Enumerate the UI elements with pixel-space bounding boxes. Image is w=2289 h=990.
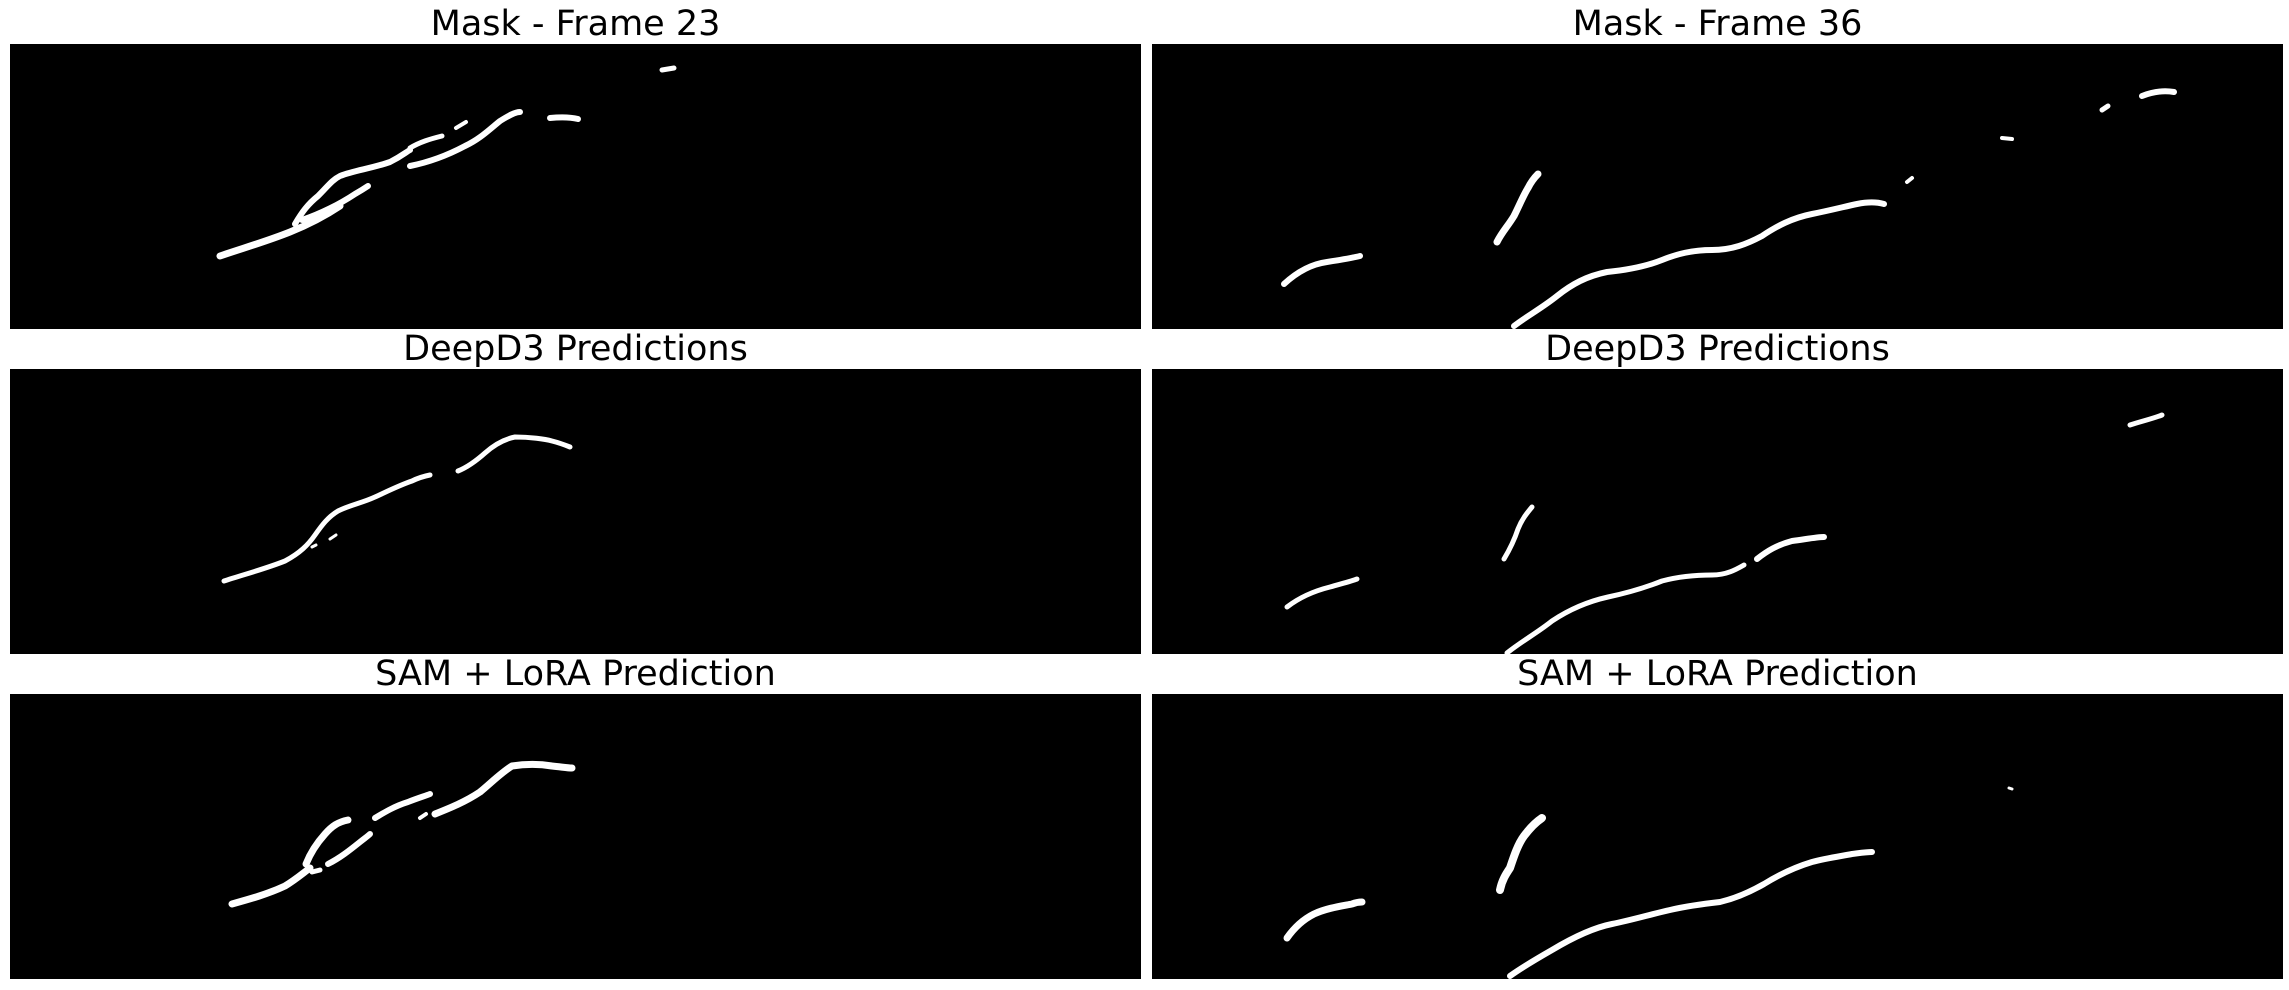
panel-title-mask-frame-36: Mask - Frame 36 [1572, 4, 1863, 44]
deepd3-frame-36-segmentation [1284, 412, 2165, 654]
sam-lora-frame-23-image [10, 694, 1141, 979]
sam-lora-frame-23-segmentation [228, 761, 576, 908]
deepd3-frame-36-image [1152, 369, 2283, 654]
panel-title-mask-frame-23: Mask - Frame 23 [430, 4, 721, 44]
panel-title-sam-lora-frame-23: SAM + LoRA Prediction [375, 654, 776, 694]
mask-frame-36-segmentation [1281, 88, 2177, 329]
sam-lora-frame-36-segmentation [1283, 786, 2014, 979]
sam-lora-frame-36-image [1152, 694, 2283, 979]
panel-title-deepd3-frame-23: DeepD3 Predictions [403, 329, 748, 369]
deepd3-frame-23-segmentation [221, 434, 573, 584]
mask-frame-36-image [1152, 44, 2283, 329]
deepd3-frame-23-image [10, 369, 1141, 654]
mask-frame-23-image [10, 44, 1141, 329]
mask-frame-23-segmentation [216, 65, 677, 260]
panel-title-deepd3-frame-36: DeepD3 Predictions [1545, 329, 1890, 369]
panel-title-sam-lora-frame-36: SAM + LoRA Prediction [1517, 654, 1918, 694]
